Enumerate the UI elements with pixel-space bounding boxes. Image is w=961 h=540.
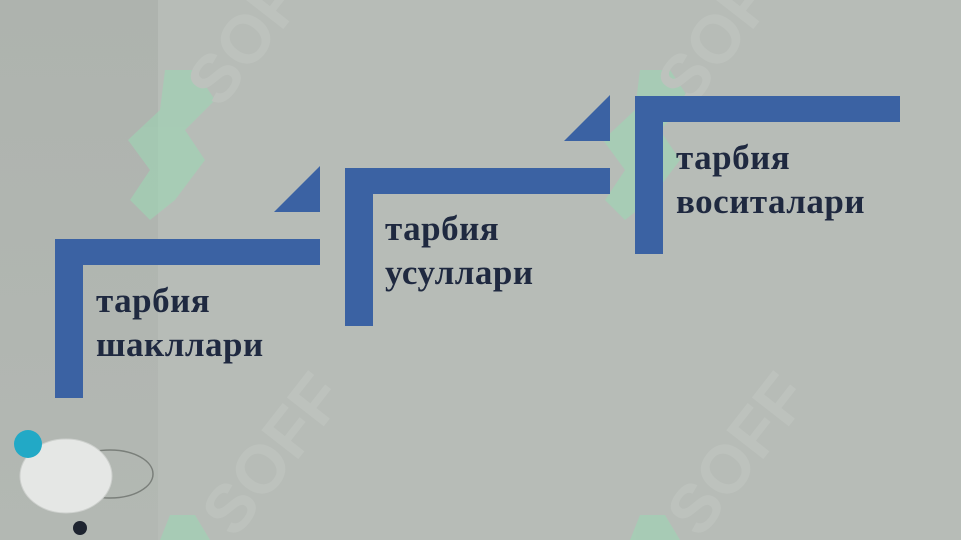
watermark-bottom-left: SOFF [160,360,358,540]
step-label-means: тарбия воситалари [676,136,865,224]
watermark-bottom-right: SOFF [630,360,823,540]
watermark-text: SOFF [652,360,824,540]
step-2-arrow-tip [564,95,610,141]
watermark-text: SOFF [187,360,359,540]
step-3-bracket [635,96,900,254]
step-label-line: шакллари [96,325,264,364]
step-1-bracket [55,166,320,398]
step-label-line: тарбия [385,209,500,248]
step-label-line: тарбия [96,281,211,320]
step-2-bracket [345,95,610,326]
step-label-line: тарбия [676,138,791,177]
decorative-circles [14,430,154,535]
step-label-line: усуллари [385,253,534,292]
step-label-forms: тарбия шакллари [96,279,264,367]
step-label-methods: тарбия усуллари [385,207,534,295]
step-1-arrow-tip [274,166,320,212]
step-label-line: воситалари [676,182,866,221]
